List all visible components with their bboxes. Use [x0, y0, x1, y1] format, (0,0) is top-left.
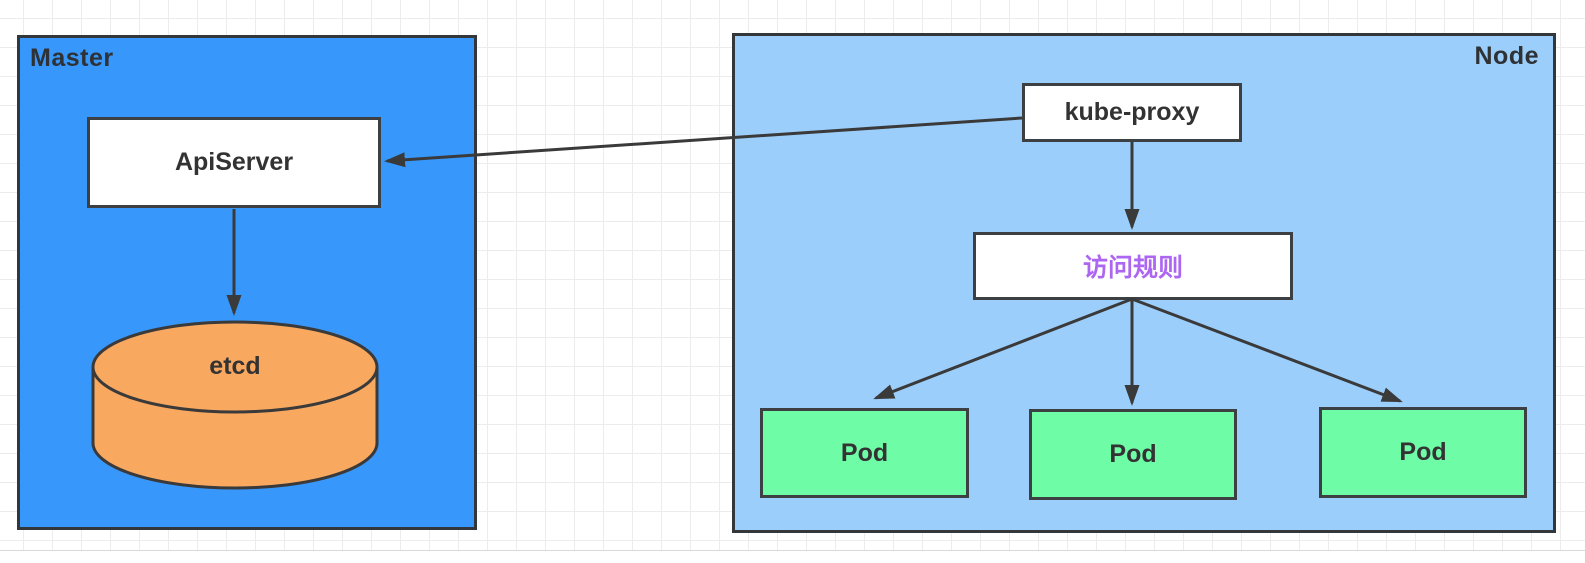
kube-proxy-label: kube-proxy [1064, 98, 1200, 126]
pod-label: Pod [1399, 438, 1447, 466]
node-group-label: Node [1474, 42, 1539, 70]
master-group: Master [17, 35, 477, 530]
etcd-label: etcd [209, 352, 261, 380]
apiserver-node: ApiServer [87, 117, 381, 208]
access-rules-node: 访问规则 [973, 232, 1293, 300]
pod-label: Pod [840, 438, 889, 467]
pod-node-3: Pod [1319, 407, 1527, 498]
pod-node-1: Pod [760, 408, 969, 498]
apiserver-label: ApiServer [174, 148, 294, 176]
kube-proxy-node: kube-proxy [1022, 83, 1242, 142]
pod-node-2: Pod [1029, 409, 1237, 500]
master-group-label: Master [30, 44, 114, 72]
pod-label: Pod [1109, 440, 1157, 468]
access-rules-label: 访问规则 [1082, 254, 1183, 282]
